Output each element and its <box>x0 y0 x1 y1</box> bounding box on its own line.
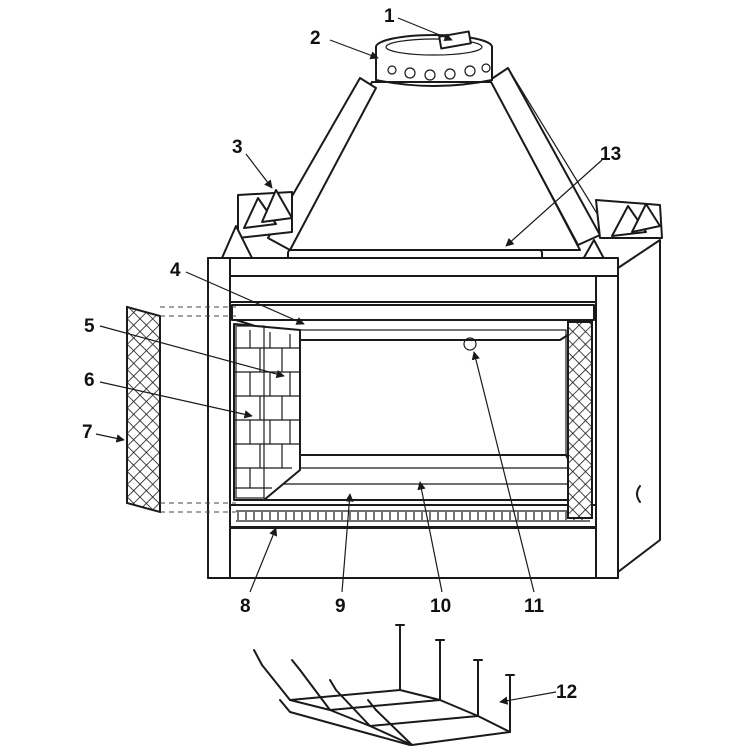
flue-collar <box>375 30 493 87</box>
callout-12: 12 <box>556 682 577 703</box>
callout-2: 2 <box>310 28 321 49</box>
callout-7: 7 <box>82 422 93 443</box>
handle-icon <box>636 485 641 503</box>
callout-9: 9 <box>335 596 346 617</box>
fire-grate <box>253 624 515 746</box>
mesh-curtain <box>126 305 236 514</box>
left-brick-panel <box>233 323 301 501</box>
callout-13: 13 <box>600 144 621 165</box>
callout-4: 4 <box>170 260 181 281</box>
callout-11: 11 <box>524 596 545 617</box>
callout-5: 5 <box>84 316 95 337</box>
callout-8: 8 <box>240 596 251 617</box>
right-mesh-screen <box>567 321 593 519</box>
callout-6: 6 <box>84 370 95 391</box>
hook-ring <box>463 337 477 351</box>
callout-1: 1 <box>384 6 395 27</box>
ash-grille <box>237 512 583 520</box>
callout-3: 3 <box>232 137 243 158</box>
hood <box>267 67 613 251</box>
callout-10: 10 <box>430 596 451 617</box>
callout-labels: 1 2 3 4 5 6 7 8 9 10 11 12 13 <box>82 6 621 703</box>
leader-lines <box>95 17 603 705</box>
